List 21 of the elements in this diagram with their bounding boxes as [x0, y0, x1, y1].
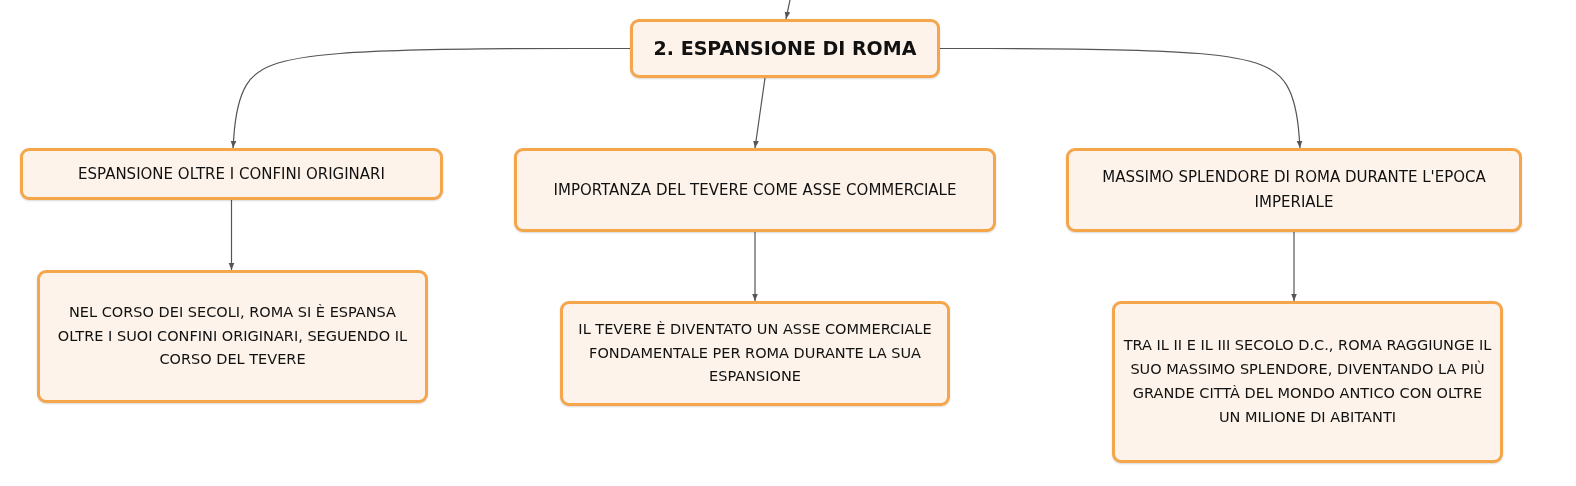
connector-arrow: [228, 199, 235, 271]
concept-box: [514, 148, 996, 232]
concept-text: IMPORTANZA DEL TEVERE COME ASSE COMMERCIALE: [553, 179, 957, 201]
connector-arrow: [1291, 231, 1297, 302]
concept-box: [20, 148, 443, 200]
topic-box: [630, 19, 940, 78]
concept-box: [1112, 301, 1503, 463]
connector-arrow: [752, 231, 758, 302]
concept-box: [1066, 148, 1522, 232]
concept-text: 2. ESPANSIONE DI ROMA: [653, 35, 917, 61]
concept-text: IL TEVERE È DIVENTATO UN ASSE COMMERCIALE FONDAMENTALE PER ROMA DURANTE LA SUA ESPANSIONE: [577, 319, 933, 387]
concept-text: TRA IL II E IL III SECOLO D.C., ROMA RAGGIUNGE IL SUO MASSIMO SPLENDORE, DIVENTANDO LA PIÙ GRANDE CITTÀ DEL MONDO ANTICO CON OLTRE UN MILIONE DI ABITANTI: [1123, 336, 1492, 427]
concept-text: ESPANSIONE OLTRE I CONFINI ORIGINARI: [78, 163, 385, 185]
concept-text: NEL CORSO DEI SECOLI, ROMA SI È ESPANSA OLTRE I SUOI CONFINI ORIGINARI, SEGUENDO IL CORSO DEL TEVERE: [56, 302, 409, 370]
connector-arrow: [753, 77, 766, 149]
connector-arrow: [230, 47, 631, 149]
connector-arrow: [939, 47, 1303, 149]
concept-box: [560, 301, 950, 406]
concept-text: MASSIMO SPLENDORE DI ROMA DURANTE L'EPOCA IMPERIALE: [1101, 167, 1487, 213]
connector-arrow: [784, 0, 791, 20]
concept-box: [37, 270, 428, 403]
